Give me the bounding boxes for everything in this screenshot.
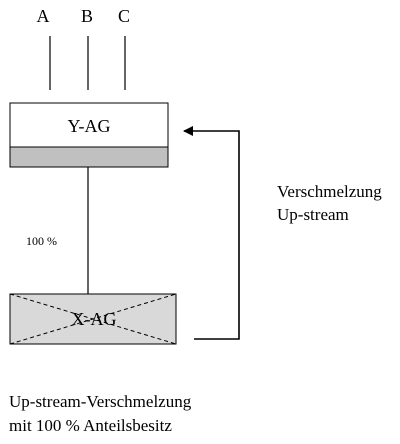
merger-label-line1: Verschmelzung xyxy=(277,182,382,201)
shareholder-b-label: B xyxy=(81,6,93,26)
shareholder-c-label: C xyxy=(118,6,130,26)
merger-arrow xyxy=(183,126,240,340)
parent-company-box: Y-AG xyxy=(9,102,169,168)
subsidiary-company-box: X-AG xyxy=(9,293,177,345)
subsidiary-company-label: X-AG xyxy=(72,309,117,329)
shareholder-a-label: A xyxy=(37,6,50,26)
caption-line1: Up-stream-Verschmelzung xyxy=(9,392,192,411)
parent-company-band xyxy=(9,146,169,168)
ownership-percentage-label: 100 % xyxy=(26,234,57,248)
caption-line2: mit 100 % Anteilsbesitz xyxy=(9,416,172,435)
cross-line-2 xyxy=(9,293,177,345)
merger-label-line2: Up-stream xyxy=(277,205,349,224)
parent-company-label: Y-AG xyxy=(68,116,111,136)
